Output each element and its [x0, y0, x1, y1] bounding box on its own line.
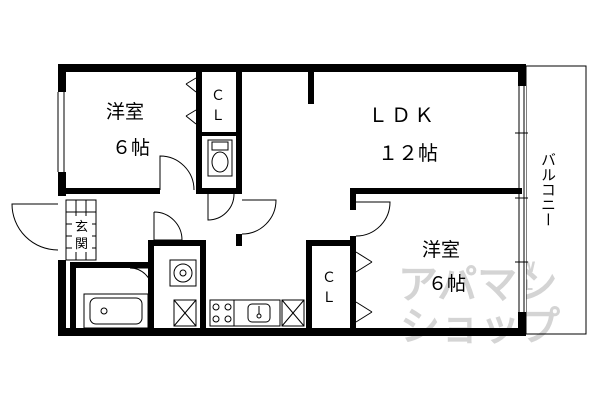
balcony-window [515, 84, 528, 314]
closet-2-label: Ｃ Ｌ [322, 270, 336, 306]
svg-text:L: L [524, 278, 533, 294]
entrance-floor [65, 199, 97, 261]
washing-machine-icon [173, 299, 197, 327]
fridge-icon [281, 299, 305, 327]
entrance-label: 玄 関 [75, 220, 88, 252]
svg-text:ショップ: ショップ [400, 304, 560, 350]
svg-text:玄: 玄 [75, 220, 88, 235]
bathtub-icon [83, 293, 149, 329]
closet-2-doors [355, 251, 373, 323]
watermark-logo: アパマン ショップ W L [398, 260, 560, 350]
svg-text:洋室: 洋室 [106, 101, 144, 123]
toilet-icon [207, 139, 233, 177]
balcony-label: バルコニー [539, 152, 557, 227]
svg-text:Ｃ: Ｃ [211, 88, 225, 104]
svg-text:Ｌ: Ｌ [211, 108, 225, 124]
svg-text:アパマン: アパマン [398, 262, 557, 308]
sink-icon [233, 299, 281, 327]
ldk-label: ＬＤＫ １２帖 [368, 103, 438, 165]
western-room-2-label: 洋室 ６帖 [422, 239, 466, 295]
washbasin-icon [169, 259, 197, 287]
svg-text:６帖: ６帖 [112, 137, 150, 159]
closet-1-doors [185, 77, 197, 125]
svg-text:Ｃ: Ｃ [322, 270, 336, 286]
western-room-1-label: 洋室 ６帖 [106, 101, 150, 159]
svg-text:１２帖: １２帖 [378, 141, 438, 165]
closet-1-label: Ｃ Ｌ [211, 88, 225, 124]
svg-text:関: 関 [75, 237, 88, 252]
svg-text:６帖: ６帖 [428, 273, 466, 295]
svg-text:洋室: 洋室 [422, 239, 460, 261]
western-room-1-window [57, 92, 66, 172]
svg-text:バルコニー: バルコニー [539, 152, 557, 227]
svg-text:Ｌ: Ｌ [322, 290, 336, 306]
door-swing-icon [11, 155, 391, 291]
svg-text:ＬＤＫ: ＬＤＫ [368, 103, 437, 127]
stove-icon [209, 299, 235, 327]
